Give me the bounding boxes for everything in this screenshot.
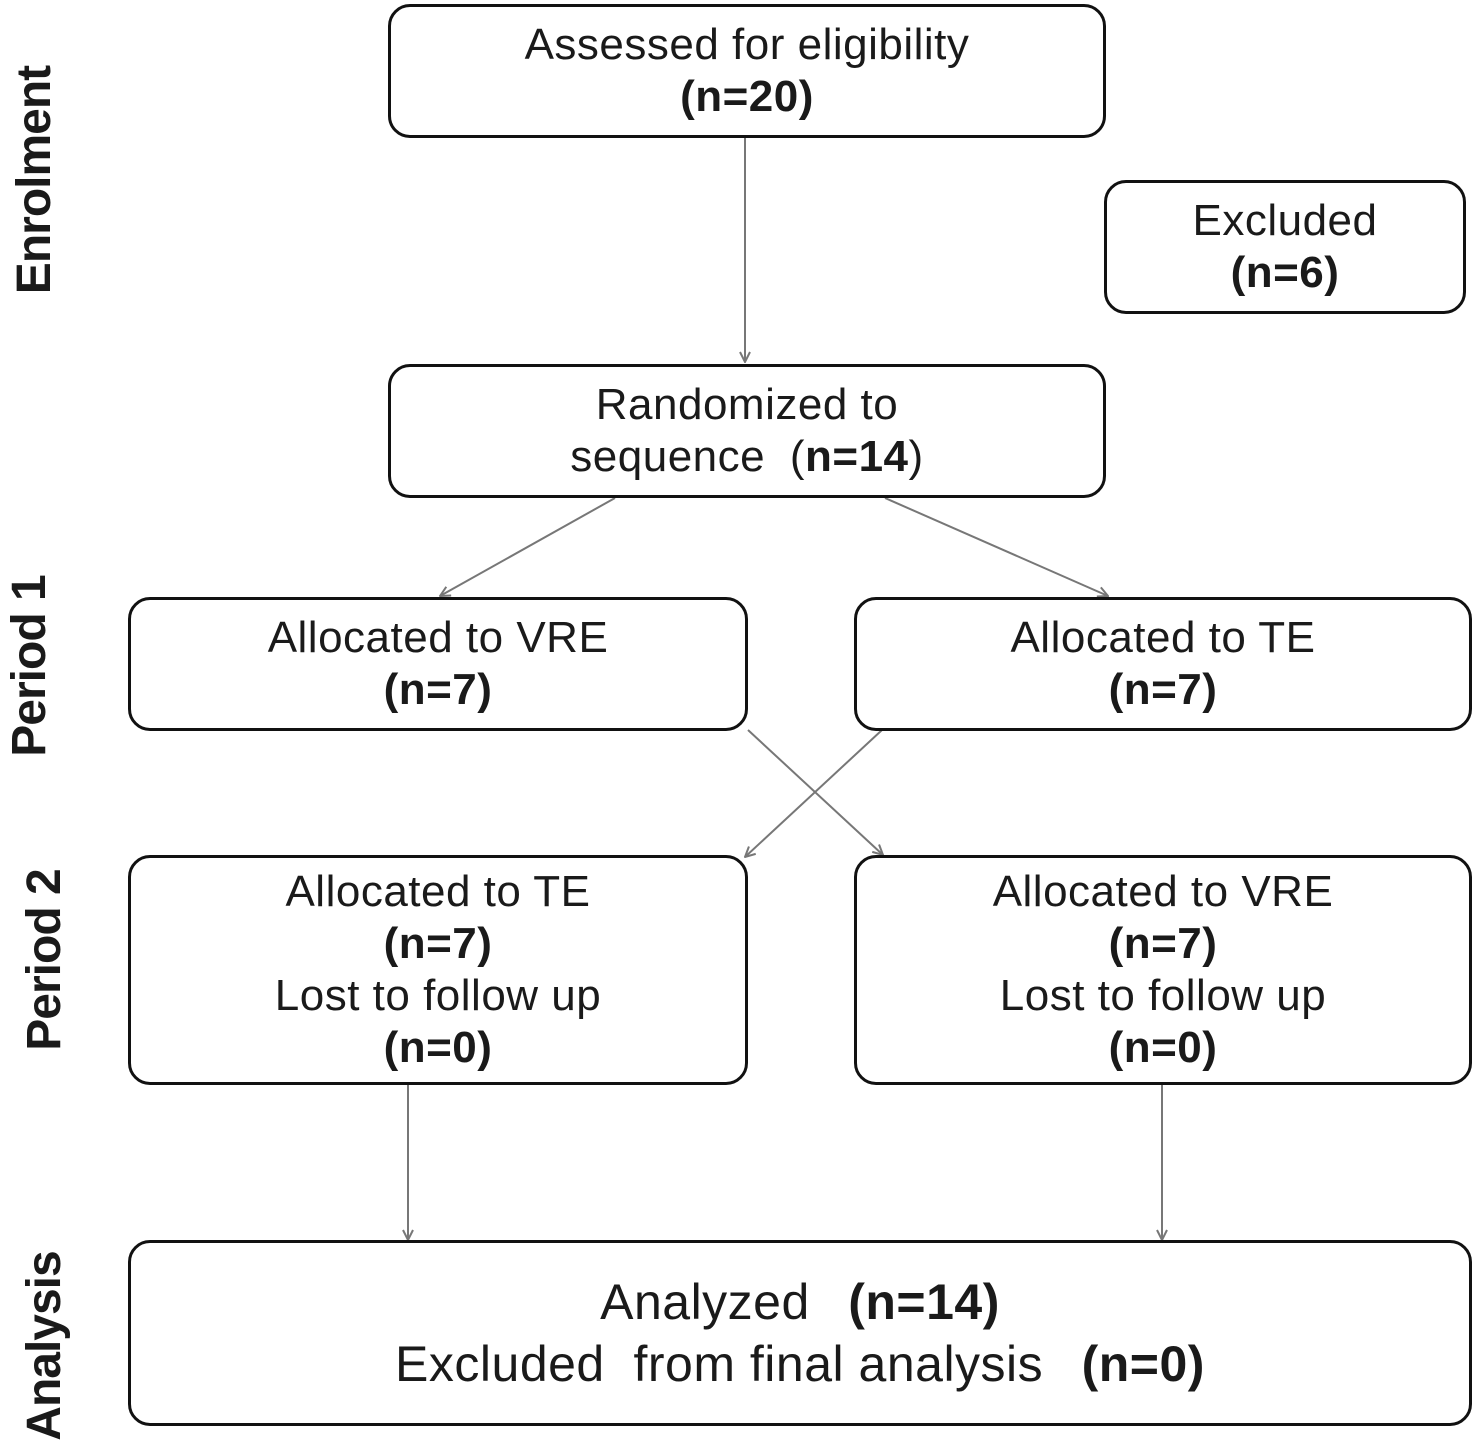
period2-te-box: Allocated to TE (n=7) Lost to follow up …: [128, 855, 748, 1085]
period2-vre-lost-label: Lost to follow up: [999, 971, 1327, 1020]
arrow-randomized-to-vre: [440, 497, 616, 596]
period2-vre-lost-count: (n=0): [1108, 1023, 1218, 1072]
period2-vre-box: Allocated to VRE (n=7) Lost to follow up…: [854, 855, 1472, 1085]
analysis-excluded-count: (n=0): [1081, 1336, 1205, 1392]
period2-te-lost-label: Lost to follow up: [274, 971, 602, 1020]
analyzed-label: Analyzed: [600, 1274, 810, 1330]
randomized-sequence: sequence (n=14): [570, 431, 923, 483]
period2-te-count: (n=7): [383, 919, 493, 968]
randomized-label: Randomized to: [595, 380, 899, 429]
analyzed-row: Analyzed (n=14): [600, 1271, 1000, 1333]
period2-vre-label: Allocated to VRE: [992, 867, 1334, 916]
period1-te-count: (n=7): [1108, 665, 1218, 714]
assessed-box: Assessed for eligibility (n=20): [388, 4, 1106, 138]
arrow-randomized-to-te: [884, 497, 1108, 596]
analyzed-count: (n=14): [848, 1274, 1000, 1330]
randomized-close-paren: ): [908, 432, 924, 481]
period1-vre-count: (n=7): [383, 665, 493, 714]
period1-te-label: Allocated to TE: [1010, 613, 1316, 662]
excluded-label: Excluded: [1192, 196, 1378, 245]
excluded-count: (n=6): [1230, 248, 1340, 297]
period1-vre-label: Allocated to VRE: [267, 613, 609, 662]
randomized-sequence-label: sequence: [570, 432, 766, 481]
assessed-label: Assessed for eligibility: [524, 20, 970, 69]
period2-te-lost-count: (n=0): [383, 1023, 493, 1072]
analysis-excluded-label: Excluded from final analysis: [395, 1336, 1044, 1392]
randomized-box: Randomized to sequence (n=14): [388, 364, 1106, 498]
analysis-box: Analyzed (n=14) Excluded from final anal…: [128, 1240, 1472, 1426]
excluded-box: Excluded (n=6): [1104, 180, 1466, 314]
period1-te-box: Allocated to TE (n=7): [854, 597, 1472, 731]
period1-vre-box: Allocated to VRE (n=7): [128, 597, 748, 731]
randomized-count: n=14: [805, 432, 909, 481]
randomized-open-paren: (: [789, 432, 806, 481]
arrow-te-to-p2-te: [745, 729, 883, 857]
analysis-excluded-row: Excluded from final analysis (n=0): [395, 1333, 1205, 1395]
assessed-count: (n=20): [680, 72, 814, 121]
period2-te-label: Allocated to TE: [285, 867, 591, 916]
period2-vre-count: (n=7): [1108, 919, 1218, 968]
